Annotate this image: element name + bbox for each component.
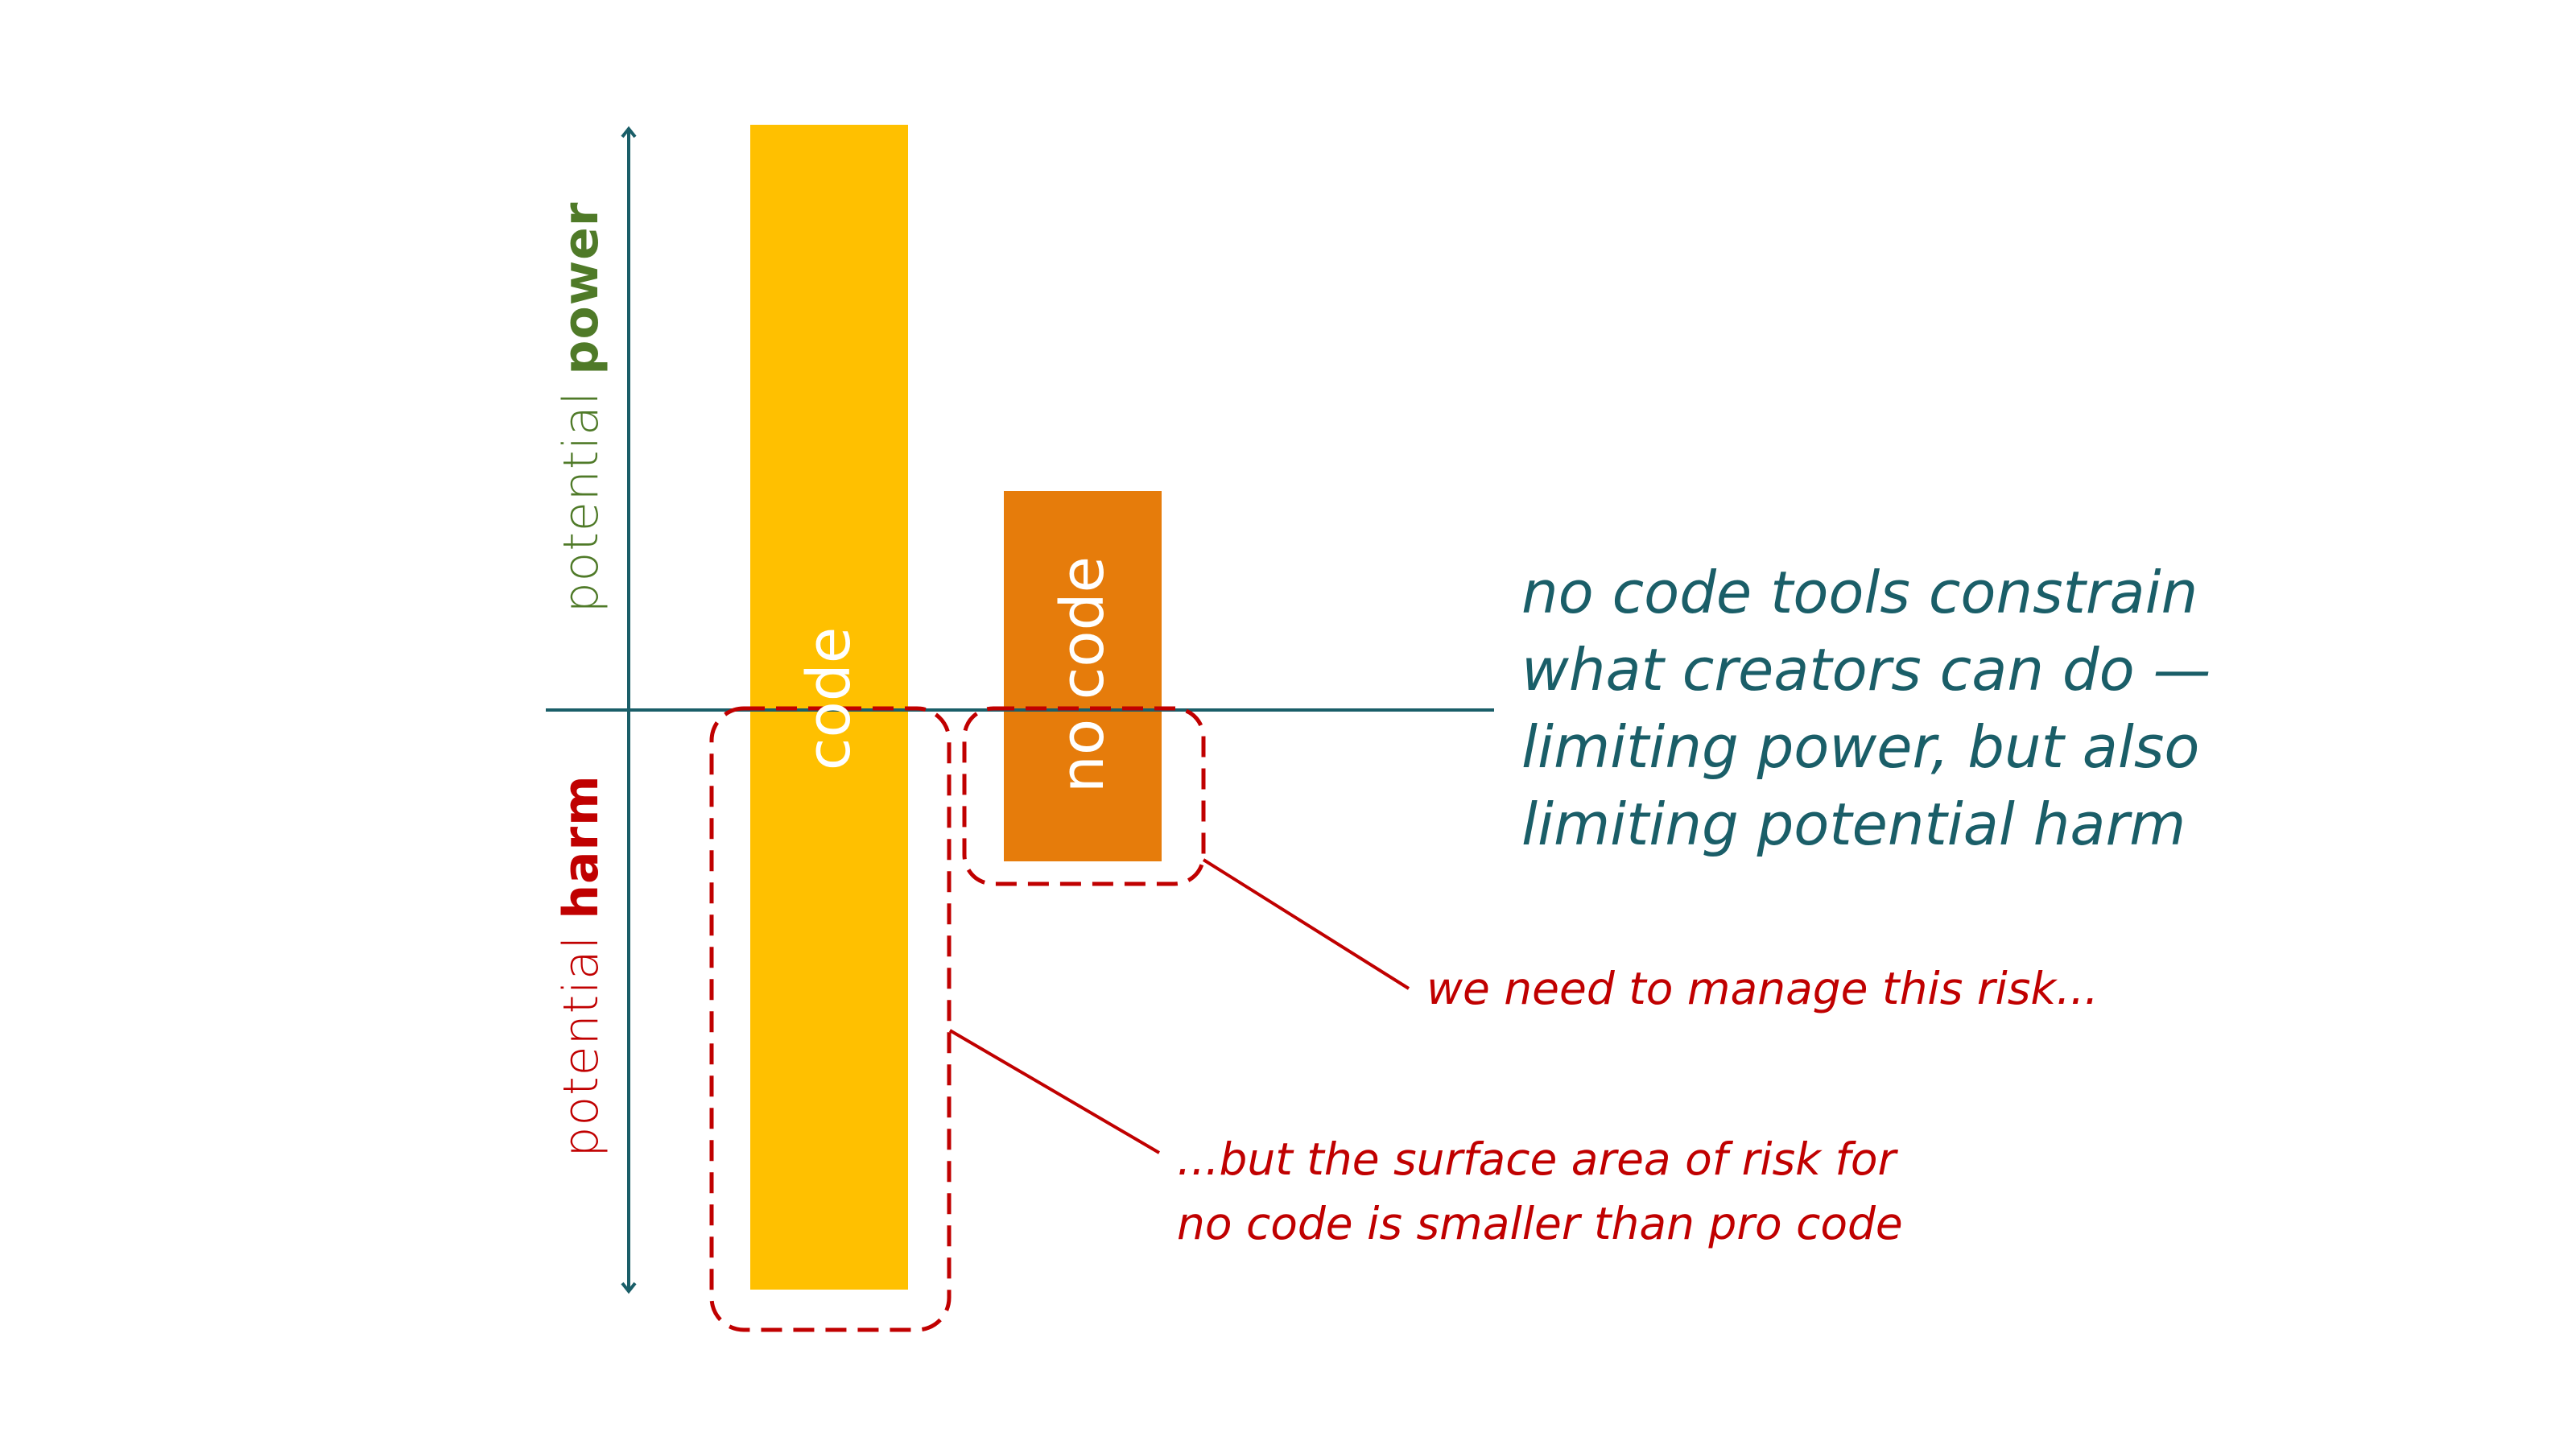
potential-harm-label: potential harm (553, 774, 609, 1157)
potential-harm-prefix: potential (553, 919, 609, 1158)
no-code-bar-label: no code (1048, 555, 1117, 794)
risk-callout-line (1202, 858, 1410, 990)
main-note-line: limiting potential harm (1521, 791, 2186, 858)
surface-callout-line (948, 1029, 1161, 1154)
code-risk-box (709, 706, 952, 1332)
potential-power-prefix: potential (553, 374, 609, 613)
surface-callout-text: ...but the surface area of risk for no c… (1177, 1127, 1903, 1256)
main-note-line: limiting power, but also (1521, 713, 2200, 781)
potential-harm-emphasis: harm (553, 774, 609, 919)
main-note-line: no code tools constrain (1521, 559, 2198, 626)
potential-power-label: potential power (553, 202, 609, 613)
main-note: no code tools constrain what creators ca… (1521, 554, 2211, 863)
surface-callout-line-text: ...but the surface area of risk for (1177, 1133, 1897, 1185)
main-note-line: what creators can do — (1521, 636, 2211, 704)
code-bar-label: code (795, 626, 864, 771)
surface-callout-line-text: no code is smaller than pro code (1177, 1198, 1903, 1249)
potential-power-emphasis: power (553, 201, 609, 375)
no-code-bar (1004, 491, 1162, 861)
risk-callout-text: we need to manage this risk... (1426, 963, 2099, 1014)
